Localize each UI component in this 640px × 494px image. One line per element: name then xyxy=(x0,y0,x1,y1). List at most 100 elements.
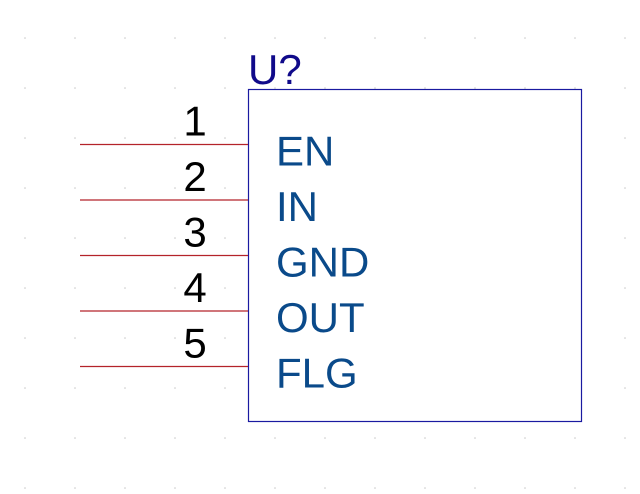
grid-dot xyxy=(24,487,26,489)
pin-name: IN xyxy=(276,183,318,230)
pin-number: 3 xyxy=(183,209,206,256)
grid-dot xyxy=(224,37,226,39)
grid-dot xyxy=(24,337,26,339)
grid-dot xyxy=(224,137,226,139)
grid-dot xyxy=(274,87,276,89)
grid-dot xyxy=(424,487,426,489)
grid-dot xyxy=(174,287,176,289)
grid-dot xyxy=(524,37,526,39)
grid-dot xyxy=(24,287,26,289)
grid-dot xyxy=(324,87,326,89)
grid-dot xyxy=(274,487,276,489)
grid-dot xyxy=(524,437,526,439)
grid-dot xyxy=(124,337,126,339)
grid-dot xyxy=(574,487,576,489)
grid-dot xyxy=(324,487,326,489)
grid-dot xyxy=(374,37,376,39)
grid-dot xyxy=(24,37,26,39)
grid-dot xyxy=(124,237,126,239)
grid-dot xyxy=(74,287,76,289)
grid-dot xyxy=(74,187,76,189)
pin-number: 4 xyxy=(183,264,206,311)
pin-name: OUT xyxy=(276,294,365,341)
grid-dot xyxy=(174,187,176,189)
grid-dot xyxy=(574,437,576,439)
grid-dot xyxy=(424,87,426,89)
grid-dot xyxy=(374,87,376,89)
grid-dot xyxy=(624,487,626,489)
grid-dot xyxy=(124,87,126,89)
grid-dot xyxy=(274,37,276,39)
grid-dot xyxy=(224,87,226,89)
grid-dot xyxy=(174,37,176,39)
grid-dot xyxy=(174,487,176,489)
grid-dot xyxy=(74,437,76,439)
grid-dot xyxy=(74,487,76,489)
grid-dot xyxy=(24,437,26,439)
pin-2[interactable]: 2IN xyxy=(80,153,318,230)
grid-dot xyxy=(24,187,26,189)
grid-dot xyxy=(74,337,76,339)
grid-dot xyxy=(624,87,626,89)
grid-dot xyxy=(224,187,226,189)
grid-dot xyxy=(524,87,526,89)
grid-dot xyxy=(624,437,626,439)
grid-dot xyxy=(24,387,26,389)
grid-dot xyxy=(224,337,226,339)
grid-dot xyxy=(174,437,176,439)
pin-number: 5 xyxy=(183,320,206,367)
grid-dot xyxy=(174,137,176,139)
grid-dot xyxy=(524,487,526,489)
grid-dot xyxy=(124,187,126,189)
grid-dot xyxy=(24,87,26,89)
grid-dot xyxy=(24,237,26,239)
grid-dot xyxy=(324,37,326,39)
grid-dot xyxy=(424,37,426,39)
grid-dot xyxy=(174,337,176,339)
grid-dot xyxy=(124,487,126,489)
grid-dot xyxy=(624,237,626,239)
grid-dot xyxy=(624,187,626,189)
grid-dot xyxy=(124,37,126,39)
pin-name: FLG xyxy=(276,350,358,397)
grid-dot xyxy=(174,237,176,239)
grid-dot xyxy=(74,37,76,39)
grid-dot xyxy=(224,237,226,239)
grid-dot xyxy=(374,437,376,439)
grid-dot xyxy=(424,437,426,439)
pin-name: EN xyxy=(276,128,334,175)
component-body[interactable] xyxy=(247,88,583,423)
grid-dot xyxy=(124,287,126,289)
grid-dot xyxy=(174,87,176,89)
grid-dot xyxy=(224,437,226,439)
grid-dot xyxy=(624,37,626,39)
grid-dot xyxy=(474,487,476,489)
grid-dot xyxy=(74,237,76,239)
grid-dot xyxy=(474,37,476,39)
grid-dot xyxy=(74,387,76,389)
grid-dot xyxy=(374,487,376,489)
pin-number: 1 xyxy=(183,98,206,145)
grid-dot xyxy=(224,487,226,489)
pin-number: 2 xyxy=(183,153,206,200)
reference-designator[interactable]: U? xyxy=(248,46,302,93)
grid-dot xyxy=(574,87,576,89)
grid-dot xyxy=(574,37,576,39)
grid-dot xyxy=(124,437,126,439)
grid-dot xyxy=(224,287,226,289)
grid-dot xyxy=(124,137,126,139)
pin-1[interactable]: 1EN xyxy=(80,98,334,175)
grid-dot xyxy=(474,87,476,89)
grid-dot xyxy=(274,437,276,439)
grid-dot xyxy=(474,437,476,439)
grid-dot xyxy=(224,387,226,389)
grid-dot xyxy=(624,137,626,139)
grid-dot xyxy=(124,387,126,389)
grid-dot xyxy=(624,337,626,339)
grid-dot xyxy=(24,137,26,139)
